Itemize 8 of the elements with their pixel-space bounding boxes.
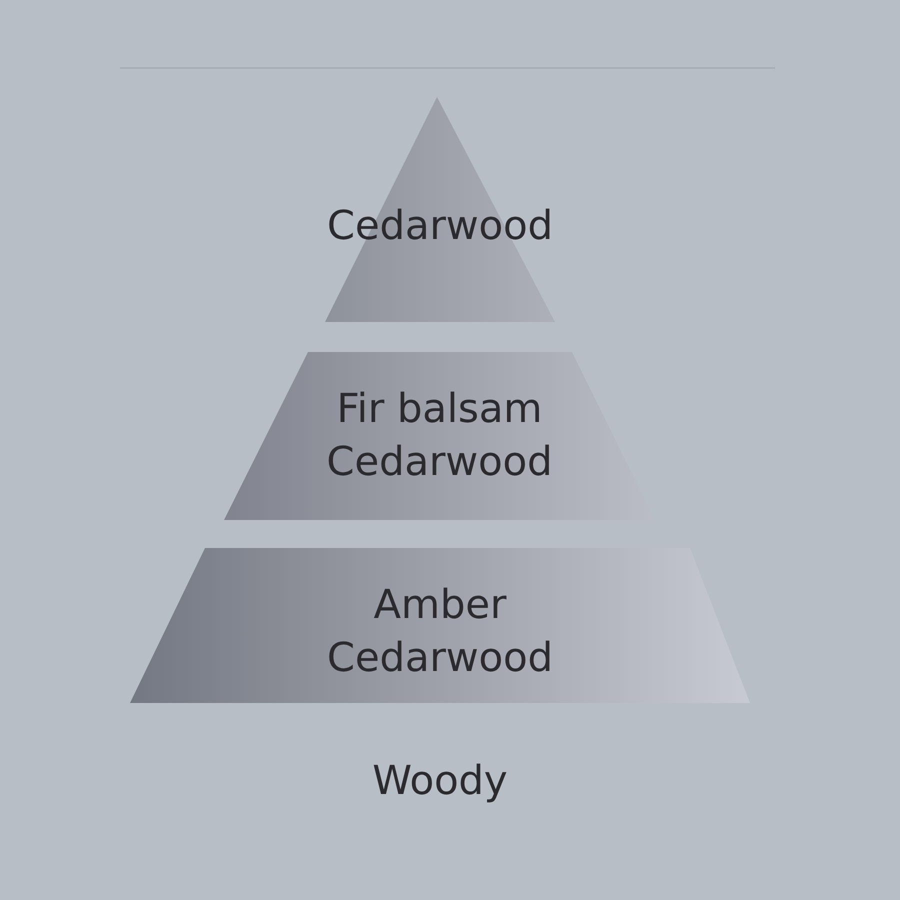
scent-note-text: Cedarwood bbox=[327, 634, 553, 682]
scent-note-text: Amber bbox=[374, 580, 506, 630]
pyramid-tier bbox=[130, 548, 750, 703]
scent-note-text: Cedarwood bbox=[326, 438, 552, 487]
pyramid-tier bbox=[325, 97, 555, 322]
fragrance-family-label: Woody bbox=[372, 757, 508, 806]
scent-note-text: Cedarwood bbox=[327, 202, 553, 251]
scent-note-text: Fir balsam bbox=[336, 385, 542, 434]
